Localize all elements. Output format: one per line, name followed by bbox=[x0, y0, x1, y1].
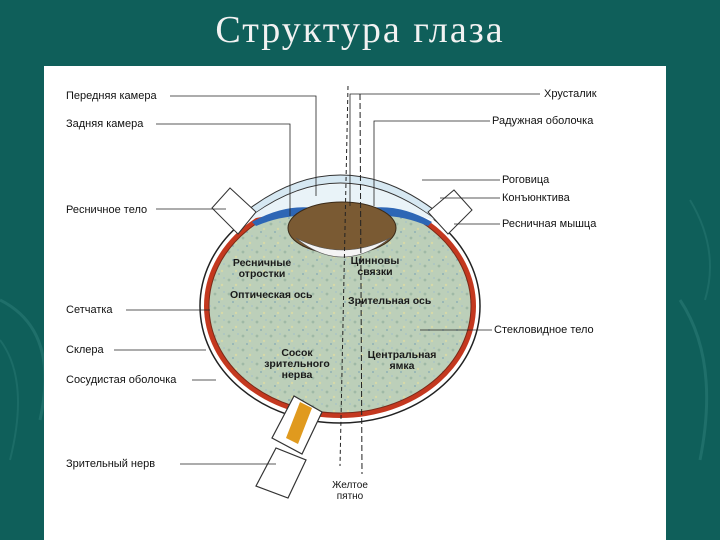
visual-axis-line bbox=[359, 93, 363, 475]
label-optic-nerve: Зрительный нерв bbox=[66, 458, 156, 470]
optic-nerve bbox=[255, 395, 323, 499]
label-sclera: Склера bbox=[66, 344, 104, 356]
label-optic-disc-line3: нерва bbox=[281, 369, 313, 381]
label-zonule: Цинновы связки bbox=[350, 256, 400, 278]
label-macula-line1: Желтое bbox=[332, 480, 368, 491]
label-optic-disc-line2: зрительного bbox=[264, 358, 330, 370]
ciliary-muscle bbox=[427, 189, 473, 235]
label-optic-disc-line1: Сосок bbox=[281, 347, 313, 359]
leader-lines-right bbox=[349, 93, 540, 331]
label-fovea-line2: ямка bbox=[389, 360, 415, 372]
label-zonule-line1: Цинновы bbox=[350, 255, 400, 267]
eye-diagram bbox=[114, 85, 540, 499]
label-posterior-chamber: Задняя камера bbox=[66, 118, 144, 130]
label-ciliary-muscle: Ресничная мышца bbox=[502, 218, 597, 230]
eye-diagram-panel: Передняя камера Задняя камера Ресничное … bbox=[44, 66, 666, 540]
slide-title: Структура глаза bbox=[215, 9, 505, 51]
label-anterior-chamber: Передняя камера bbox=[66, 90, 157, 102]
label-fovea-line1: Центральная bbox=[367, 349, 437, 361]
label-conjunctiva: Конъюнктива bbox=[502, 192, 570, 204]
lens bbox=[287, 201, 397, 255]
label-zonule-line2: связки bbox=[357, 266, 393, 278]
label-ciliary-body: Ресничное тело bbox=[66, 204, 148, 216]
label-optic-axis: Оптическая ось bbox=[230, 289, 313, 301]
label-lens: Хрусталик bbox=[544, 88, 597, 100]
label-macula-line2: пятно bbox=[336, 491, 364, 502]
label-optic-disc: Сосок зрительного нерва bbox=[262, 348, 332, 381]
label-ciliary-processes: Ресничные отростки bbox=[232, 258, 292, 280]
label-visual-axis: Зрительная ось bbox=[348, 295, 432, 307]
leader-lines-left bbox=[114, 95, 317, 465]
label-cornea: Роговица bbox=[502, 174, 550, 186]
label-ciliary-processes-line1: Ресничные bbox=[232, 257, 292, 269]
posterior-chamber bbox=[295, 237, 391, 258]
label-macula: Желтое пятно bbox=[326, 480, 374, 502]
ciliary-body bbox=[211, 187, 257, 235]
label-retina: Сетчатка bbox=[66, 304, 113, 316]
label-vitreous-body: Стекловидное тело bbox=[494, 324, 594, 336]
label-iris: Радужная оболочка bbox=[492, 115, 594, 127]
optic-axis-line bbox=[339, 85, 349, 467]
label-ciliary-processes-line2: отростки bbox=[238, 268, 286, 280]
label-fovea: Центральная ямка bbox=[362, 350, 442, 372]
label-choroid: Сосудистая оболочка bbox=[66, 374, 177, 386]
